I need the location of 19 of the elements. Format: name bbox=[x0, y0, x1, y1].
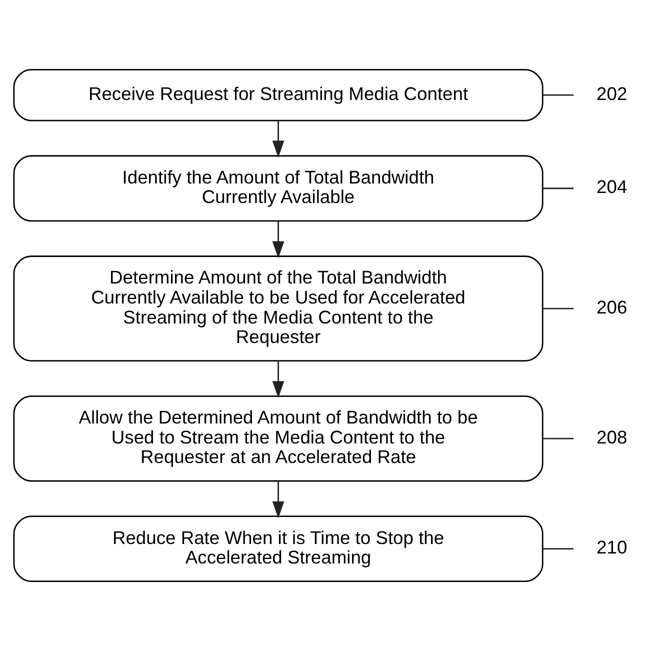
connector bbox=[542, 548, 574, 550]
arrow bbox=[272, 480, 284, 518]
node-text: 204 bbox=[596, 176, 628, 197]
node-box: Determine Amount of the Total Bandwidth Currently Available to be Used for Accelerated Streaming of the Media Content to the Requester bbox=[13, 255, 544, 362]
connector bbox=[542, 307, 574, 309]
node-text: 208 bbox=[596, 426, 628, 447]
arrow bbox=[272, 220, 284, 258]
node-box: Allow the Determined Amount of Bandwidth to be Used to Stream the Media Content to the Requester at an Accelerated Rate bbox=[13, 394, 544, 482]
node-text: 202 bbox=[596, 82, 628, 104]
node-text: 206 bbox=[596, 296, 628, 317]
node-box: Reduce Rate When it is Time to Stop the Accelerated Streaming bbox=[13, 515, 544, 582]
arrow bbox=[272, 360, 284, 398]
connector bbox=[542, 187, 574, 189]
arrow bbox=[272, 120, 284, 158]
connector bbox=[542, 94, 574, 96]
node-box: Receive Request for Streaming Media Content bbox=[13, 68, 544, 121]
node-text: 210 bbox=[596, 536, 628, 558]
node-box: Identify the Amount of Total Bandwidth Currently Available bbox=[13, 154, 544, 222]
connector bbox=[542, 437, 574, 439]
